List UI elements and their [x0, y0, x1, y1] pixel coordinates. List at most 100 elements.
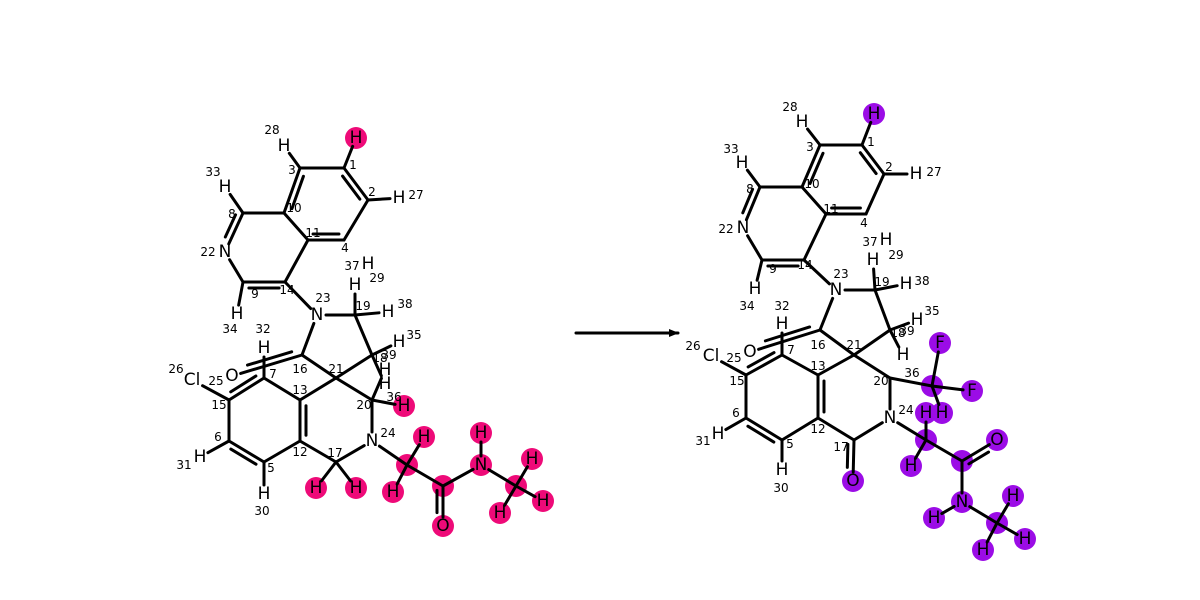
atom-index: 25: [208, 374, 223, 388]
atom-index: 18: [372, 351, 387, 365]
bond-double: [741, 187, 755, 215]
atom-label: H: [776, 460, 789, 480]
atom-label: H: [258, 484, 271, 504]
bond-double: [341, 174, 362, 201]
highlight-circle: [972, 539, 994, 561]
bond: [334, 444, 366, 464]
atom-index: 36: [904, 366, 919, 380]
bond: [780, 353, 820, 377]
atom-index: 2: [368, 185, 376, 199]
bond: [802, 258, 831, 286]
atom-index: 26: [168, 362, 183, 376]
atom-index: 19: [874, 275, 889, 289]
bond: [334, 376, 374, 402]
bond: [816, 353, 856, 377]
bond: [860, 120, 873, 147]
bond: [370, 398, 397, 406]
atom-label: H: [393, 188, 406, 208]
atom-label: H: [494, 503, 507, 523]
atom-index: 27: [926, 165, 941, 179]
atom-index: 26: [685, 339, 700, 353]
atom-index: 33: [723, 142, 738, 156]
bond: [888, 376, 934, 388]
bond-double: [746, 351, 776, 369]
atom-index: 4: [341, 241, 349, 255]
atom-label: H: [880, 230, 893, 250]
highlight-circle: [961, 380, 983, 402]
bond: [744, 353, 784, 377]
atom-label: O: [846, 471, 859, 491]
atom-index: 24: [380, 426, 395, 440]
atom-index: 8: [746, 182, 754, 196]
atom-index: 14: [797, 258, 812, 272]
bond: [300, 321, 316, 357]
bond: [370, 376, 383, 402]
atom-index: 1: [867, 135, 875, 149]
bond: [239, 353, 304, 375]
highlight-circle: [521, 448, 543, 470]
bond: [342, 166, 370, 202]
reactant-highlights: [305, 127, 554, 537]
bond: [342, 144, 355, 170]
bond: [873, 284, 899, 292]
atom-index: 17: [833, 440, 848, 454]
atom-label: H: [868, 104, 881, 124]
atom-index: 35: [406, 328, 421, 342]
bond: [818, 328, 856, 357]
bond: [930, 350, 940, 388]
bond: [960, 443, 991, 463]
atom-index: 37: [862, 235, 877, 249]
atom-label: H: [350, 128, 363, 148]
bond: [319, 460, 338, 483]
atom-index: 12: [292, 445, 307, 459]
bond: [913, 438, 928, 460]
highlight-circle: [532, 490, 554, 512]
atom-label: O: [225, 366, 238, 386]
atom-label: H: [911, 310, 924, 330]
atom-index: 32: [774, 299, 789, 313]
atom-index: 13: [810, 359, 825, 373]
bond: [282, 211, 310, 242]
atom-label: N: [366, 431, 379, 451]
atom-label: H: [219, 177, 232, 197]
bond: [342, 198, 370, 242]
atom-label: H: [379, 360, 392, 380]
atom-label: H: [475, 423, 488, 443]
bond: [745, 168, 762, 189]
atom-index: 4: [860, 216, 868, 230]
atom-index: 37: [344, 259, 359, 273]
bond: [744, 185, 762, 222]
atom-label: H: [379, 374, 392, 394]
highlight-circle: [1014, 528, 1036, 550]
bond: [995, 502, 1010, 525]
bond-double: [845, 442, 850, 469]
atom-label: H: [928, 508, 941, 528]
atom-index: 6: [214, 430, 222, 444]
bond: [334, 460, 353, 483]
reactant-bonds: [201, 144, 537, 519]
highlight-circle: [382, 481, 404, 503]
bond: [334, 353, 374, 380]
atom-label: H: [900, 274, 913, 294]
bond: [227, 211, 245, 246]
bond: [940, 504, 956, 516]
atom-index: 22: [200, 245, 215, 259]
highlight-circle: [345, 127, 367, 149]
atom-label: N: [475, 455, 488, 475]
atom-index: 7: [269, 367, 277, 381]
bond: [514, 484, 537, 499]
bond: [300, 353, 338, 380]
atom-index: 6: [732, 406, 740, 420]
highlight-circle: [931, 402, 953, 424]
atom-index: 24: [898, 403, 913, 417]
atom-label: H: [936, 403, 949, 423]
bond: [514, 465, 529, 488]
highlight-circle: [842, 470, 864, 492]
atom-label: H: [278, 136, 291, 156]
atom-label: H: [231, 304, 244, 324]
bond-double: [746, 424, 776, 444]
atom-label: H: [349, 275, 362, 295]
atom-index: 12: [810, 422, 825, 436]
atom-label: H: [350, 478, 363, 498]
